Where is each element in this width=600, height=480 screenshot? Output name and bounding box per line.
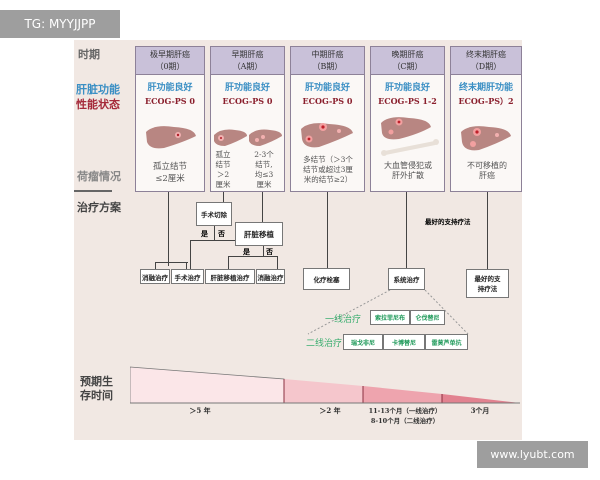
stage-b-header: 中期肝癌（B期） <box>291 47 364 75</box>
connector <box>190 240 191 270</box>
ecog: ECOG-PS 1-2 <box>378 96 437 106</box>
stage-d: 终末期肝癌（D期） 终末期肝功能 ECOG-PS）2 不可移植的肝癌 <box>450 46 522 192</box>
no-label: 否 <box>218 229 225 238</box>
connector <box>186 262 187 270</box>
liver-icon <box>461 126 511 151</box>
liver-function: 肝功能良好 <box>147 83 193 93</box>
survival-c: 11-13个月（一线治疗）8-10个月（二线治疗） <box>368 407 442 425</box>
tace-box: 化疗栓塞 <box>303 268 350 290</box>
second-line-label: 二线治疗 <box>306 339 343 349</box>
stage-c: 晚期肝癌（C期） 肝功能良好 ECOG-PS 1-2 大血管侵犯或肝外扩散 <box>370 46 445 192</box>
connector <box>228 256 229 270</box>
connector <box>155 262 188 263</box>
ablation-box: 消融治疗 <box>140 269 170 284</box>
connector <box>487 192 488 270</box>
connector <box>228 256 278 257</box>
survival-b: ＞2 年 <box>319 406 341 415</box>
connector <box>223 192 224 202</box>
surgery-box: 手术治疗 <box>171 269 204 284</box>
second-line-drug: 瑞戈非尼 <box>343 334 383 350</box>
yes-label: 是 <box>201 229 208 238</box>
stage-d-header: 终末期肝癌（D期） <box>451 47 521 75</box>
liver-function: 肝功能良好 <box>224 83 270 93</box>
ecog: ECOG-PS 0 <box>145 96 195 106</box>
liver-icon <box>301 123 353 148</box>
connector <box>214 226 215 240</box>
connector <box>263 246 264 256</box>
liver-bone-icon <box>381 117 439 156</box>
liver-function: 终末期肝功能 <box>458 83 513 93</box>
watermark-top: TG: MYYJJPP <box>0 10 120 38</box>
resection-box: 手术切除 <box>196 202 232 226</box>
survival-wedge <box>130 366 520 404</box>
liver-icon <box>146 126 196 149</box>
label-survival-1: 预期生 <box>80 375 113 388</box>
watermark-bottom: www.lyubt.com <box>477 441 588 468</box>
survival-0a: ＞5 年 <box>189 406 211 415</box>
systemic-branch-lines <box>307 290 469 335</box>
first-line-drug: 仑伐替尼 <box>410 310 445 325</box>
no-label: 否 <box>266 247 273 256</box>
label-period: 时期 <box>78 48 100 61</box>
best-support-label: 最好的支持疗法 <box>425 218 471 226</box>
stage-b: 中期肝癌（B期） 肝功能良好 ECOG-PS 0 多结节（＞3个结节或超过3厘米… <box>290 46 365 192</box>
second-line-drug: 雷莫芦单抗 <box>425 334 468 350</box>
stage-0: 极早期肝癌（0期） 肝功能良好 ECOG-PS 0 孤立结节≤2厘米 <box>135 46 205 192</box>
yes-label: 是 <box>243 247 250 256</box>
stage-c-header: 晚期肝癌（C期） <box>371 47 444 75</box>
best-support-box: 最好的支 持疗法 <box>466 269 509 298</box>
connector <box>155 262 156 270</box>
systemic-box: 系统治疗 <box>388 268 425 290</box>
survival-d: 3个月 <box>470 406 490 415</box>
connector <box>327 192 328 268</box>
connector <box>262 192 263 222</box>
ecog: ECOG-PS 0 <box>302 96 353 106</box>
connector <box>406 192 407 268</box>
divider <box>74 190 112 192</box>
second-line-drug: 卡博替尼 <box>383 334 425 350</box>
label-tumor: 荷瘤情况 <box>77 170 121 183</box>
transplant-box: 肝脏移植 <box>235 222 283 246</box>
stage-0-header: 极早期肝癌（0期） <box>136 47 204 75</box>
transplant-therapy-box: 肝脏移植治疗 <box>205 269 255 284</box>
ablation-box: 消融治疗 <box>256 269 285 284</box>
liver-icon <box>214 129 282 146</box>
liver-function: 肝功能良好 <box>384 83 430 93</box>
connector <box>277 256 278 270</box>
label-survival-2: 存时间 <box>80 389 113 402</box>
liver-function: 肝功能良好 <box>304 83 350 93</box>
ecog: ECOG-PS）2 <box>458 96 514 106</box>
first-line-label: 一线治疗 <box>325 315 362 325</box>
stage-a-header: 早期肝癌（A期） <box>211 47 284 75</box>
label-performance: 性能状态 <box>76 98 120 111</box>
ecog: ECOG-PS 0 <box>222 96 273 106</box>
first-line-drug: 索拉菲尼布 <box>370 310 410 325</box>
label-liver-function: 肝脏功能 <box>76 83 120 96</box>
label-treatment: 治疗方案 <box>77 201 121 214</box>
connector <box>190 240 235 241</box>
connector <box>168 192 169 266</box>
